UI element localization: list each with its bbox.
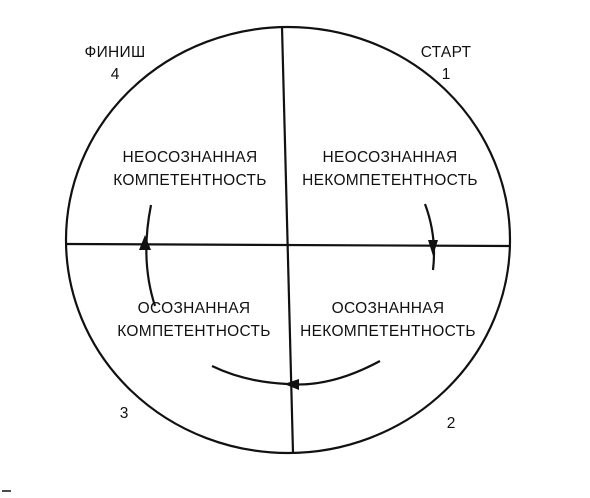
bottom-left-line1: ОСОЗНАННАЯ <box>138 300 251 317</box>
finish-number: 4 <box>111 66 120 83</box>
horizontal-divider <box>65 242 511 248</box>
start-label: СТАРТ <box>421 44 472 61</box>
top-left-line1: НЕОСОЗНАННАЯ <box>123 149 258 166</box>
bottom-right-line2: НЕКОМПЕТЕНТНОСТЬ <box>300 323 476 340</box>
bottom-right-number: 2 <box>447 415 456 432</box>
bottom-right-line1: ОСОЗНАННАЯ <box>332 300 445 317</box>
bottom-left-number: 3 <box>120 405 129 422</box>
arrow-head-left-icon <box>284 379 299 390</box>
outer-circle <box>64 25 512 455</box>
top-left-line2: КОМПЕТЕНТНОСТЬ <box>113 172 267 189</box>
bottom-left-line2: КОМПЕТЕНТНОСТЬ <box>117 323 271 340</box>
arrow-arc-right <box>423 203 436 271</box>
start-number: 1 <box>442 66 451 83</box>
arrow-head-up-icon <box>139 235 151 250</box>
arrow-arc-left <box>145 204 157 307</box>
vertical-divider <box>280 26 295 454</box>
top-right-line2: НЕКОМПЕТЕНТНОСТЬ <box>302 172 478 189</box>
top-right-line1: НЕОСОЗНАННАЯ <box>323 149 458 166</box>
arrow-head-down-icon <box>428 240 438 256</box>
finish-label: ФИНИШ <box>85 44 146 61</box>
